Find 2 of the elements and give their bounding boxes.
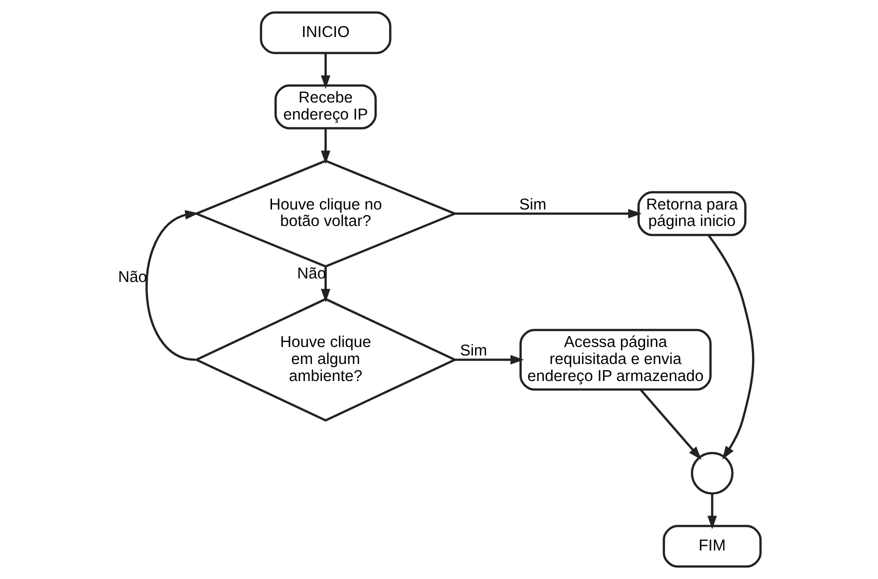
edge-label: Sim <box>518 196 546 214</box>
edge-label: Sim <box>459 342 487 360</box>
